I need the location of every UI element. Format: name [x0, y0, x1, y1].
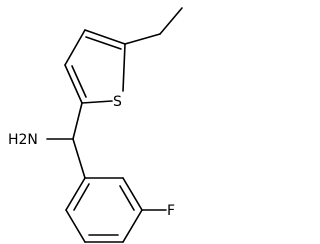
bond-thiophene-c5-c4	[84, 29, 126, 45]
bond-ethyl-ring	[124, 33, 161, 45]
bond-thiophene-c2-s	[81, 100, 113, 104]
bond-thiophene-c5-c4-double	[85, 36, 122, 50]
bond-thiophene-to-methine	[72, 102, 83, 140]
bond-benzene-c2-c3	[122, 177, 143, 211]
bond-thiophene-c3-c2	[64, 64, 83, 104]
bond-benzene-c2-c3-double	[119, 185, 135, 211]
amine-label: H2N	[8, 132, 38, 148]
sulfur-label: S	[113, 94, 122, 110]
bond-thiophene-c4-c3	[64, 29, 86, 66]
bond-thiophene-s-c5	[122, 43, 126, 92]
bond-benzene-c5-c6	[65, 209, 86, 243]
bond-methine-to-benzene	[72, 138, 86, 179]
structure-canvas: H2N S F	[8, 7, 183, 243]
bond-ethyl-terminal	[159, 7, 183, 35]
molecule-diagram: H2N S F	[8, 7, 183, 243]
bond-benzene-c3-c4	[122, 209, 143, 243]
bond-thiophene-c3-c2-double	[71, 65, 87, 98]
bond-benzene-c6-c1	[65, 177, 86, 211]
fluorine-label: F	[167, 203, 175, 219]
bond-benzene-c6-c1-double	[73, 183, 90, 211]
